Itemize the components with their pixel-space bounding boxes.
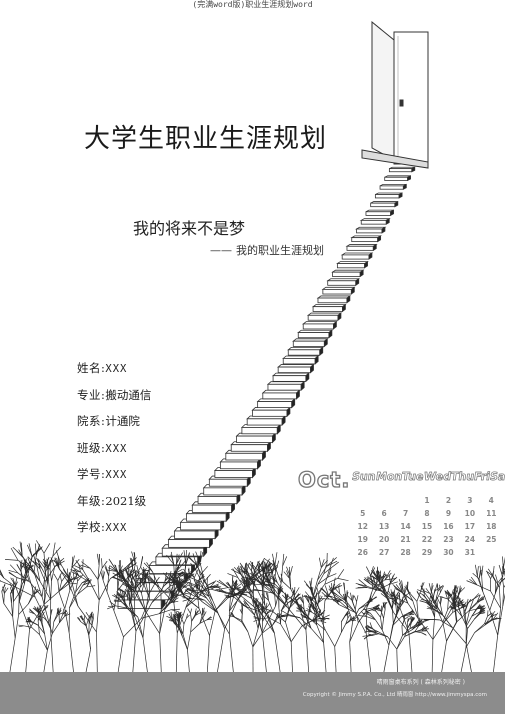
info-row-class: 班级:XXX	[77, 440, 151, 467]
calendar-date: 23	[443, 535, 454, 544]
info-value: XXX	[105, 442, 128, 455]
calendar-date	[481, 548, 502, 557]
calendar-date: 18	[486, 522, 497, 531]
weekday: Tue	[401, 470, 425, 484]
calendar-date: 19	[357, 535, 368, 544]
subtitle-dash: ——	[210, 244, 232, 257]
calendar-date: 2	[445, 496, 452, 505]
calendar-date: 5	[360, 509, 366, 518]
info-row-school: 学校:XXX	[77, 519, 151, 546]
calendar-date: 12	[357, 522, 368, 531]
subtitle: 我的将来不是梦	[133, 219, 246, 238]
calendar-date: 1	[424, 496, 430, 505]
weekday: Thu	[449, 470, 475, 484]
footer-copyright: Copyright © Jimmy S.P.A. Co., Ltd 晴雨窗 ht…	[302, 692, 487, 698]
calendar-date	[373, 496, 394, 505]
info-row-major: 专业:搬动通信	[77, 387, 151, 414]
calendar-date: 20	[378, 535, 390, 544]
calendar-date: 8	[424, 509, 430, 518]
footer-caption: 晴雨窗桌布系列 ( 森林系列秘密 )	[376, 679, 465, 686]
info-label: 学号:	[77, 467, 106, 481]
calendar-date: 9	[445, 509, 452, 518]
calendar-date: 26	[357, 548, 368, 557]
subtitle-secondary-text: 我的职业生涯规划	[236, 244, 324, 257]
calendar-date: 22	[421, 535, 433, 544]
info-label: 班级:	[77, 440, 106, 455]
info-value: XXX	[105, 522, 128, 534]
info-value: 搬动通信	[105, 387, 152, 402]
info-label: 姓名:	[77, 361, 106, 375]
weekday: Wed	[422, 470, 452, 484]
calendar-date: 28	[400, 548, 411, 557]
door	[361, 20, 429, 169]
calendar-date: 15	[421, 522, 433, 531]
calendar-date: 4	[488, 496, 494, 505]
weekday: Fri	[472, 470, 492, 484]
calendar-date: 25	[486, 535, 497, 544]
calendar-date	[395, 496, 416, 505]
info-value: XXX	[105, 469, 128, 481]
calendar-date: 16	[443, 522, 454, 531]
calendar-date: 29	[421, 548, 433, 557]
calendar-date: 24	[464, 535, 476, 544]
subtitle-secondary: —— 我的职业生涯规划	[210, 242, 324, 258]
calendar-date: 21	[400, 535, 411, 544]
info-row-grade: 年级:2021级	[77, 493, 151, 520]
info-value: 计通院	[105, 414, 140, 428]
calendar-date: 27	[378, 548, 390, 557]
info-label: 学校:	[77, 520, 106, 534]
calendar-date: 3	[467, 496, 473, 505]
info-row-department: 院系:计通院	[77, 413, 151, 440]
student-info: 姓名:XXX 专业:搬动通信 院系:计通院 班级:XXX 学号:XXX 年级:2…	[77, 360, 151, 546]
info-value: XXX	[105, 363, 128, 375]
info-value: 2021级	[105, 493, 147, 508]
calendar-date: 10	[464, 509, 476, 518]
page-title: 大学生职业生涯规划	[84, 124, 328, 154]
weekday: Sat	[488, 470, 505, 484]
info-row-student-id: 学号:XXX	[77, 466, 151, 493]
calendar-date: 30	[443, 548, 454, 557]
info-label: 院系:	[77, 414, 106, 428]
calendar-date: 14	[400, 522, 411, 531]
calendar-date	[352, 496, 373, 505]
footer-bar	[0, 672, 505, 714]
calendar-date: 6	[381, 509, 387, 518]
calendar-date: 17	[464, 522, 476, 531]
bare-trees	[0, 540, 505, 673]
calendar-month: Oct.	[297, 467, 351, 492]
calendar-date: 7	[402, 509, 409, 518]
header-note: (完满word版)职业生涯规划word	[192, 0, 313, 9]
info-label: 年级:	[77, 493, 106, 508]
calendar-date: 13	[378, 522, 390, 531]
calendar-date: 31	[464, 548, 476, 557]
weekday: Sun	[351, 470, 377, 484]
calendar-date: 11	[486, 509, 497, 518]
weekday: Mon	[374, 470, 403, 484]
info-label: 专业:	[77, 387, 106, 402]
info-row-name: 姓名:XXX	[77, 360, 151, 387]
calendar-weekdays: Sun Mon Tue Wed Thu Fri Sat	[351, 470, 505, 484]
